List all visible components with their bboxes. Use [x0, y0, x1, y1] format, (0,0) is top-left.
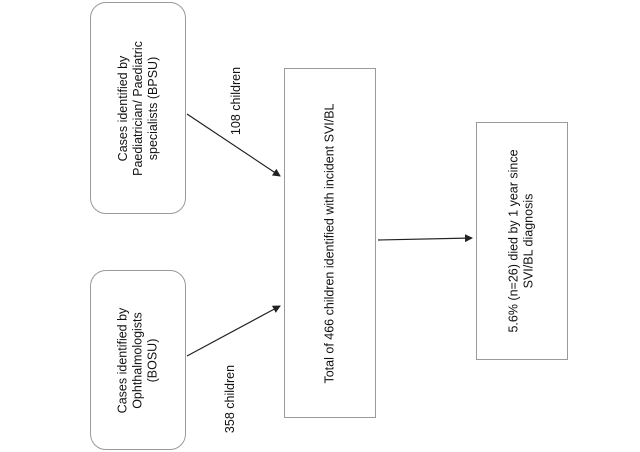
arrow-bpsu-to-total — [186, 113, 281, 177]
bosu-text-line-1: Cases identified by — [115, 307, 130, 413]
edge-label-bosu: 358 children — [223, 364, 237, 434]
bosu-text-line-3: (BOSU) — [145, 338, 160, 382]
arrow-total-to-died — [377, 234, 473, 243]
bpsu-text-line-2: Paediatrician/ Paediatric — [130, 40, 145, 176]
bosu-box — [90, 270, 186, 450]
arrow-bosu-to-total — [186, 305, 281, 357]
bosu-text-line-2: Ophthalmologists — [130, 311, 145, 409]
bpsu-text-line-1: Cases identified by — [115, 55, 130, 161]
bpsu-text-line-3: specialists (BPSU) — [145, 56, 160, 160]
outcome-box-text: 5.6% (n=26) died by 1 year since SVI/BL … — [507, 149, 537, 332]
outcome-box — [476, 122, 568, 360]
total-box — [284, 68, 376, 418]
bpsu-box-text: Cases identified by Paediatrician/ Paedi… — [116, 41, 161, 176]
outcome-text-line-1: 5.6% (n=26) died by 1 year since — [507, 149, 521, 333]
bosu-box-text: Cases identified by Ophthalmologists (BO… — [116, 307, 161, 413]
edge-label-bpsu: 108 children — [229, 66, 243, 136]
outcome-text-line-2: SVI/BL diagnosis — [522, 193, 536, 289]
bpsu-box — [90, 2, 186, 214]
total-text-line-1: Total of 466 children identified with in… — [322, 102, 337, 384]
total-box-text: Total of 466 children identified with in… — [323, 103, 338, 383]
